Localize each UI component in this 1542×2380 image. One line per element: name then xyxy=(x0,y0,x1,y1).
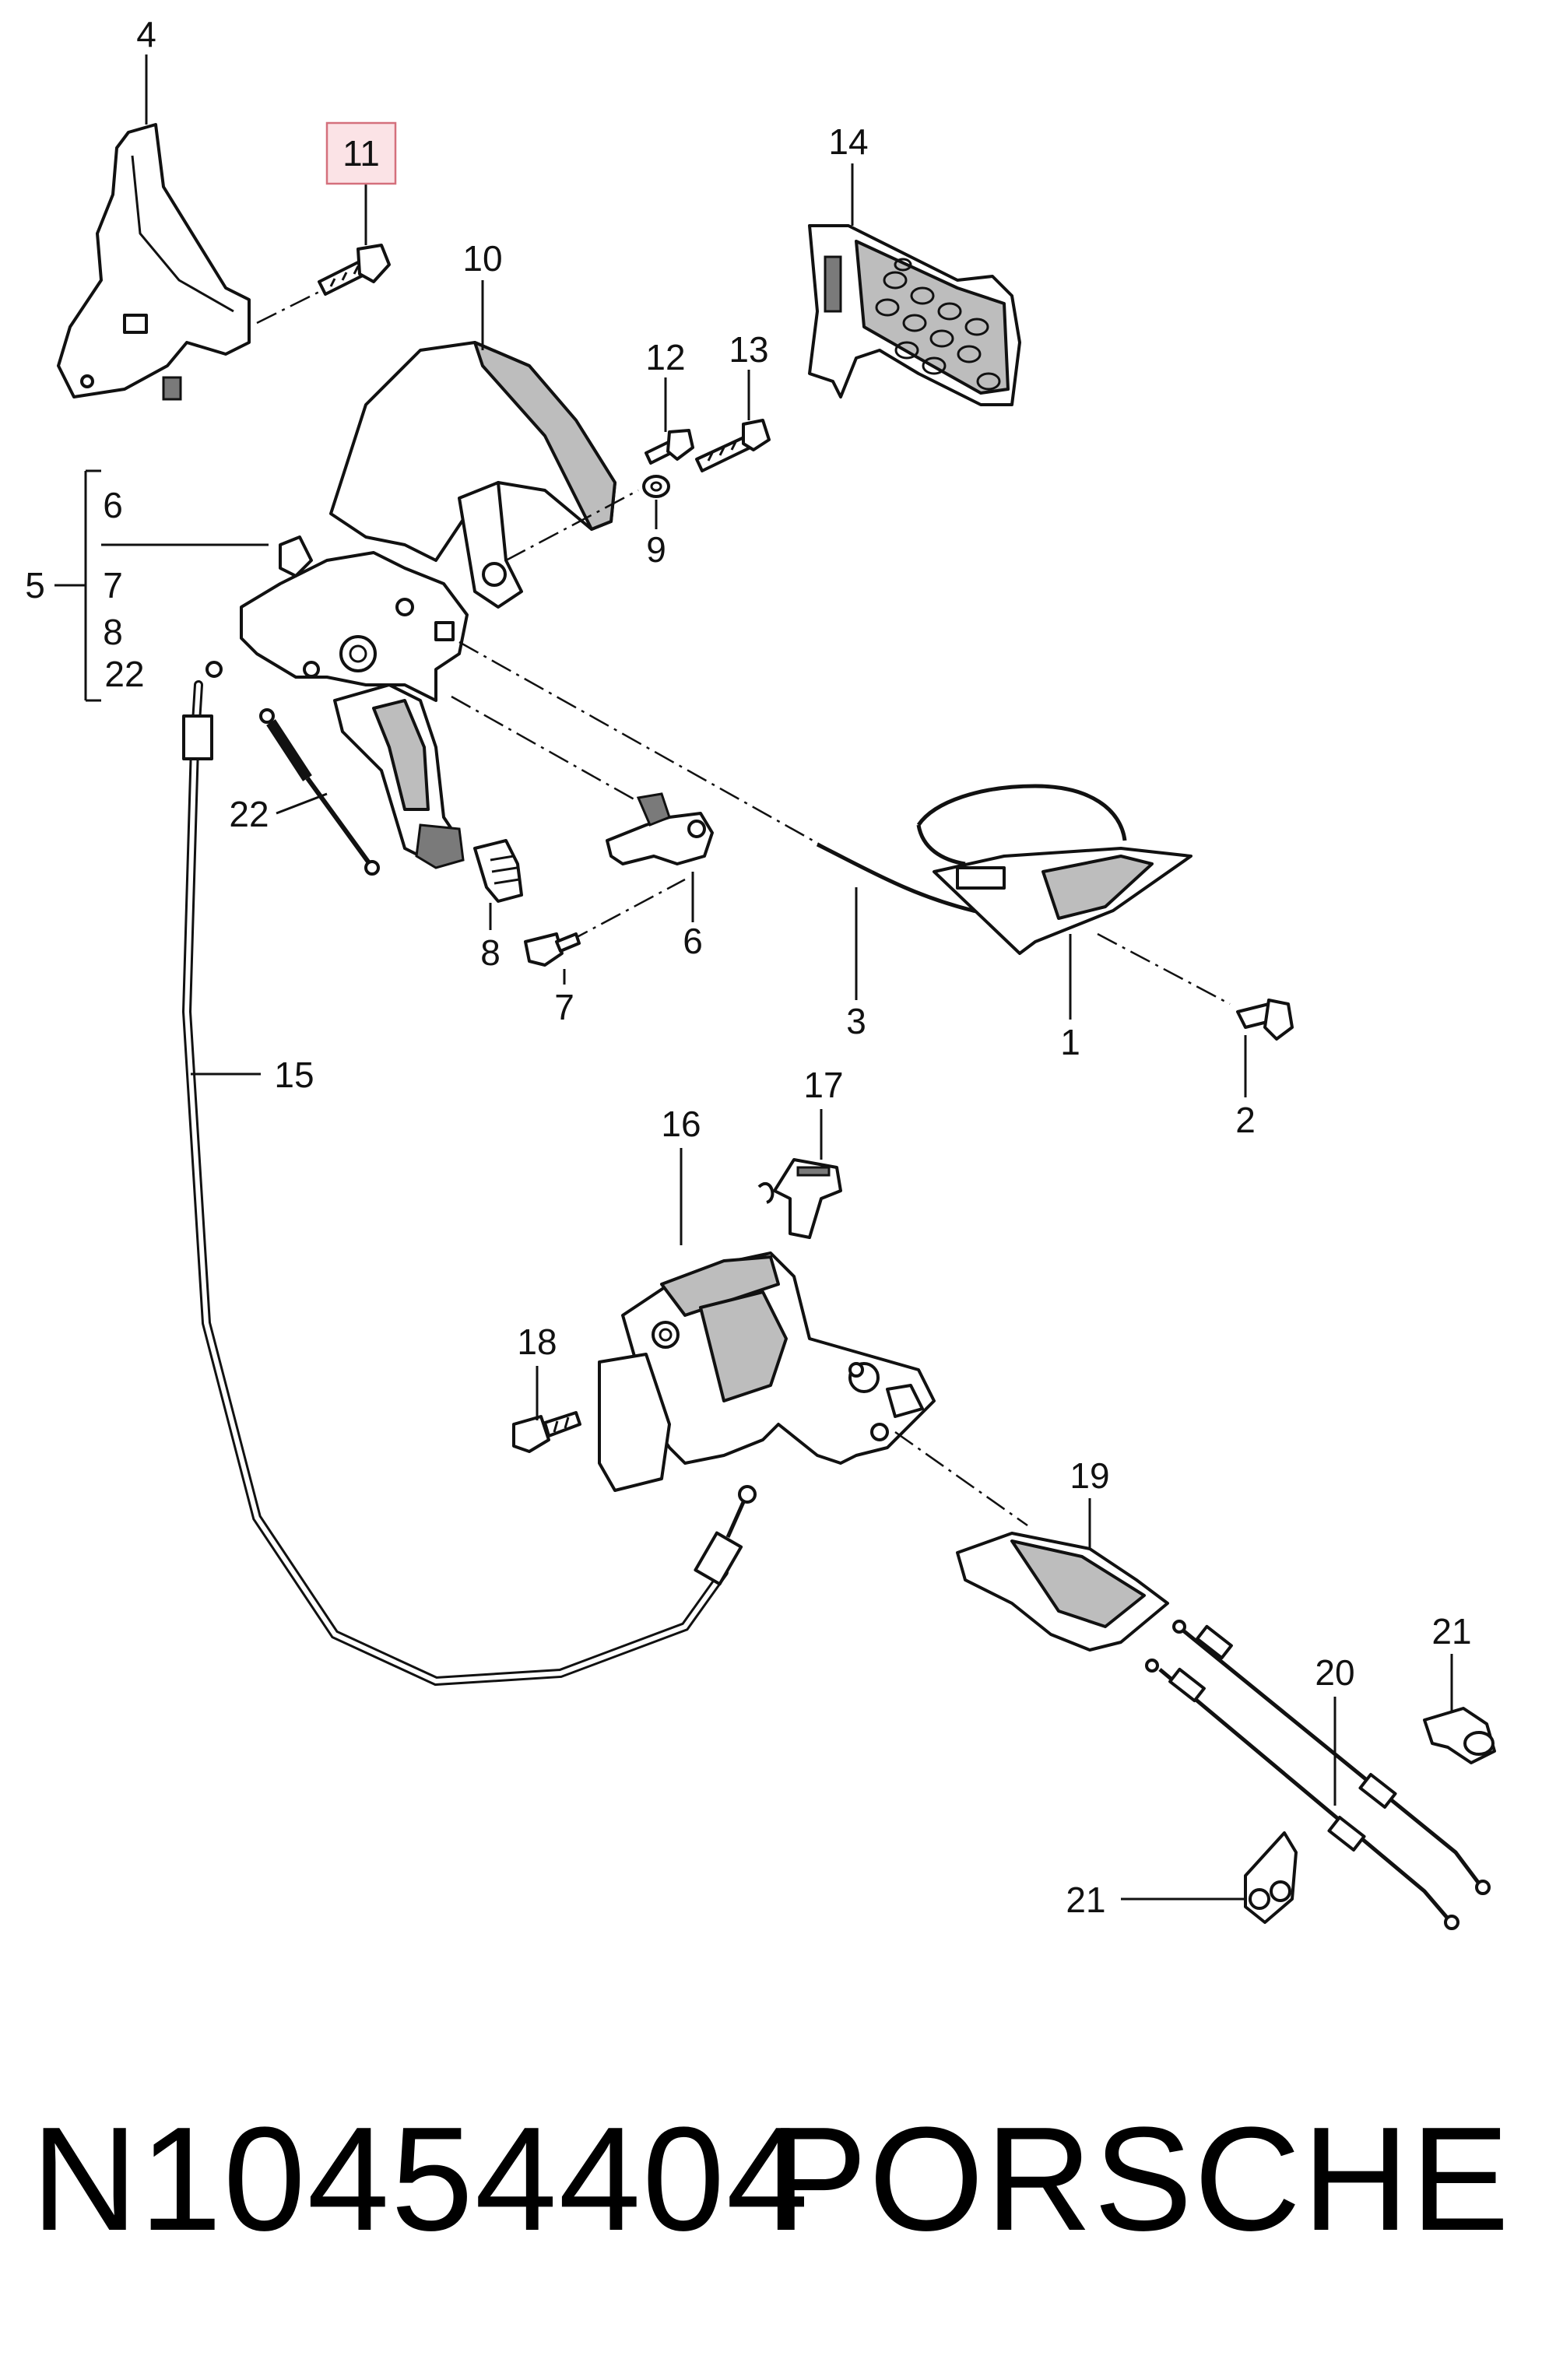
callout-3: 3 xyxy=(846,1001,866,1041)
part-12-bolt xyxy=(645,429,694,465)
part-19-boot xyxy=(956,1532,1169,1652)
footer: N10454404 PORSCHE xyxy=(0,2039,1542,2319)
callout-21-lower: 21 xyxy=(1066,1880,1105,1920)
part-14-pedal-plate xyxy=(808,224,1021,406)
part-2-screw xyxy=(1236,999,1294,1041)
callout-12: 12 xyxy=(645,337,685,377)
part-20-rear-cables xyxy=(1145,1620,1491,1930)
part-21-clip-upper xyxy=(1423,1707,1496,1764)
callout-1: 1 xyxy=(1060,1022,1080,1062)
callout-2: 2 xyxy=(1235,1100,1256,1140)
parts-diagram: 4 11 10 12 13 14 9 5 6 7 8 22 22 8 6 7 3… xyxy=(25,14,1496,1930)
part-22-gas-strut xyxy=(259,708,380,876)
callout-15: 15 xyxy=(274,1055,314,1095)
part-1-housing xyxy=(933,847,1193,955)
part-15-cable xyxy=(181,661,757,1687)
part-8-clip xyxy=(473,839,523,903)
callout-14: 14 xyxy=(828,121,868,162)
callout-4: 4 xyxy=(136,14,156,54)
callout-20: 20 xyxy=(1315,1652,1354,1693)
callout-21-upper: 21 xyxy=(1431,1611,1471,1652)
part-number: N10454404 xyxy=(31,2097,810,2262)
part-17-bracket xyxy=(757,1158,842,1239)
callout-17: 17 xyxy=(803,1065,843,1105)
callout-labels: 4 11 10 12 13 14 9 5 6 7 8 22 22 8 6 7 3… xyxy=(25,14,1471,1920)
callout-18: 18 xyxy=(517,1322,557,1362)
part-5-pedal-assembly xyxy=(240,535,469,869)
callout-6-group: 6 xyxy=(103,485,123,525)
brand-name: PORSCHE xyxy=(768,2097,1511,2262)
callout-8-group: 8 xyxy=(103,612,123,652)
callout-7-group: 7 xyxy=(103,565,123,606)
part-16-actuator xyxy=(598,1251,936,1492)
part-11-bolt xyxy=(318,244,391,296)
part-13-bolt xyxy=(695,419,771,472)
callout-7: 7 xyxy=(554,987,574,1027)
callout-13: 13 xyxy=(729,329,768,370)
callout-10: 10 xyxy=(462,238,502,279)
part-7-screw xyxy=(524,932,581,967)
callout-8: 8 xyxy=(480,932,501,973)
callout-22-group: 22 xyxy=(104,654,144,694)
part-4-bracket xyxy=(57,123,251,401)
callout-19: 19 xyxy=(1070,1455,1109,1496)
callout-16: 16 xyxy=(661,1104,701,1144)
part-21-clip-lower xyxy=(1244,1831,1298,1924)
part-9-washer xyxy=(642,475,670,498)
part-18-bolt xyxy=(512,1411,581,1453)
callout-5: 5 xyxy=(25,565,45,606)
leader-lines xyxy=(54,54,1453,1901)
callout-6: 6 xyxy=(683,921,703,961)
callout-11: 11 xyxy=(342,133,380,174)
callout-9: 9 xyxy=(646,529,666,570)
part-6-switch xyxy=(606,792,714,865)
part-10-cover xyxy=(329,341,616,609)
callout-11-highlight xyxy=(325,121,397,185)
callout-22: 22 xyxy=(229,794,269,834)
